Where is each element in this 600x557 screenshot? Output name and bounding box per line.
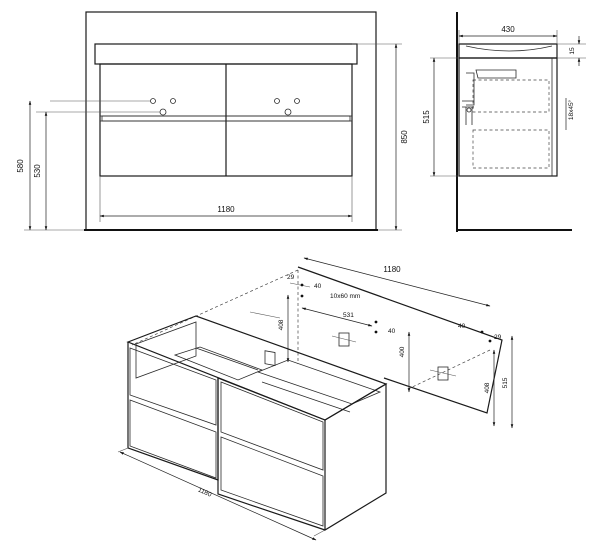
bracket-size-label: 10x60 mm <box>330 293 360 300</box>
isometric-view: 1180 29 40 10x60 mm 531 40 408 400 40 29… <box>117 257 514 541</box>
dim-29-right-label: 29 <box>494 334 502 341</box>
siphon <box>462 69 517 125</box>
iso-cabinet <box>126 315 388 532</box>
dim-40-mid-label: 40 <box>388 328 396 335</box>
mounting-holes-right <box>274 98 300 116</box>
dim-850-label: 850 <box>400 130 409 144</box>
dim-531 <box>301 307 373 327</box>
dim-1180-cabinet-label: 1180 <box>197 487 213 499</box>
wall-bracket-1 <box>249 311 281 366</box>
dim-515-side-label: 515 <box>422 110 431 124</box>
dim-15-label: 15 <box>569 47 576 55</box>
basin-top <box>94 43 358 65</box>
dim-40-right-label: 40 <box>458 323 466 330</box>
side-view: 430 15 515 18x45° <box>422 12 586 232</box>
wall-bracket-3 <box>429 366 457 381</box>
dim-40-left-label: 40 <box>314 283 322 290</box>
dim-1180-wall <box>303 257 491 307</box>
wall-panel-outline <box>297 266 503 414</box>
dim-1180-wall-label: 1180 <box>383 265 401 274</box>
dim-hole-label: 18x45° <box>567 99 575 120</box>
side-lower-drawer <box>472 129 550 169</box>
dim-408-left-label: 408 <box>278 319 285 330</box>
dim-430-label: 430 <box>501 25 515 34</box>
dim-531-label: 531 <box>343 312 354 319</box>
dim-1180-cabinet <box>119 451 317 541</box>
front-view: 850 580 530 1180 <box>16 11 409 231</box>
dim-408-right-label: 408 <box>484 382 491 393</box>
dim-580-label: 580 <box>16 159 25 173</box>
side-upper-drawer <box>472 79 550 113</box>
mounting-holes-left <box>150 98 176 116</box>
dim-530-label: 530 <box>33 164 42 178</box>
side-cabinet <box>458 57 558 177</box>
dim-400-label: 400 <box>399 346 406 357</box>
dim-29-left-label: 29 <box>287 274 295 281</box>
dim-515-iso-label: 515 <box>502 377 509 388</box>
dim-1180-front-label: 1180 <box>217 205 235 214</box>
wall-bracket-2 <box>331 332 357 347</box>
